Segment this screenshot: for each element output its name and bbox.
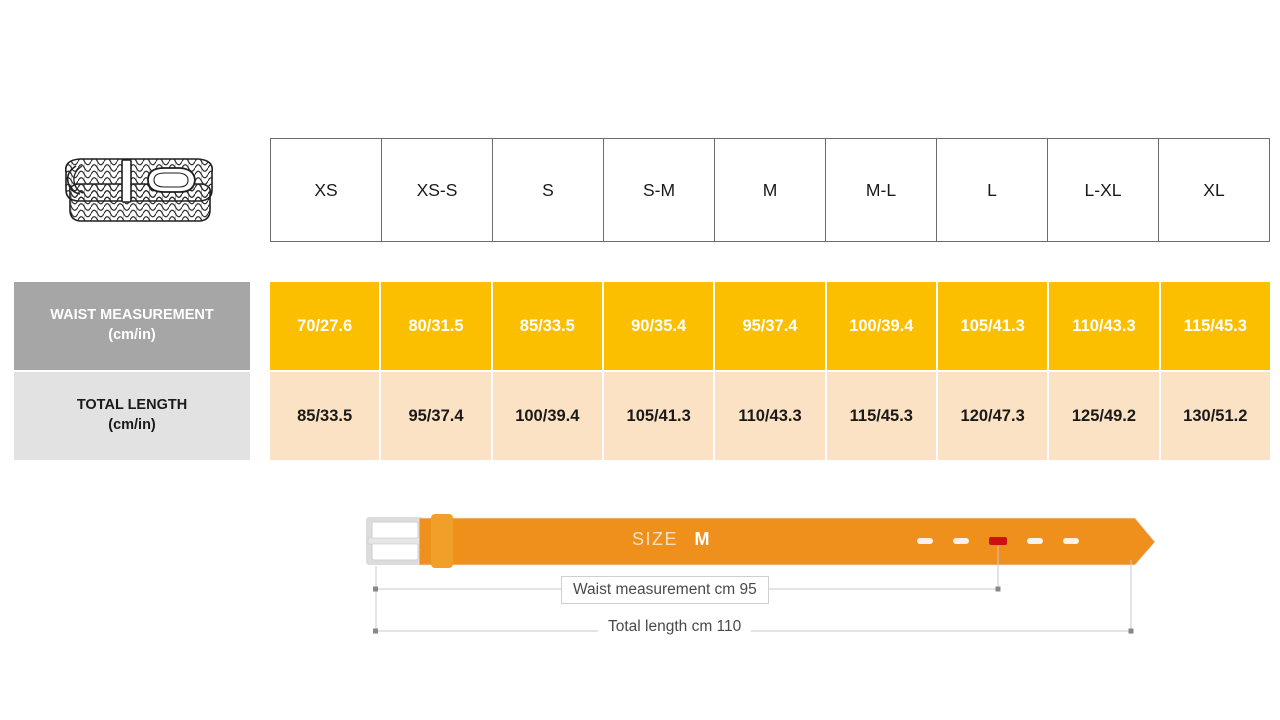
waist-value-cell: 70/27.6 (270, 282, 380, 370)
belt-hole (953, 538, 969, 544)
waist-measurement-row: WAIST MEASUREMENT (cm/in) 70/27.6 80/31.… (14, 282, 1270, 370)
waist-measurement-label: WAIST MEASUREMENT (cm/in) (14, 282, 250, 370)
waist-value-cell: 105/41.3 (937, 282, 1048, 370)
total-length-caption: Total length cm 110 (598, 618, 752, 636)
total-length-value-cell: 125/49.2 (1049, 372, 1159, 460)
size-header-cell: L-XL (1048, 139, 1159, 241)
belt-holes (917, 537, 1079, 545)
total-length-value-cell: 95/37.4 (381, 372, 491, 460)
total-length-label-line1: TOTAL LENGTH (76, 397, 188, 414)
belt-hole-active (989, 537, 1007, 545)
total-length-row: TOTAL LENGTH (cm/in) 85/33.5 95/37.4 100… (14, 372, 1270, 460)
size-header-cell: L (937, 139, 1048, 241)
waist-value-cell: 115/45.3 (1160, 282, 1270, 370)
total-length-values: 85/33.5 95/37.4 100/39.4 105/41.3 110/43… (270, 372, 1270, 460)
total-length-value-cell: 110/43.3 (715, 372, 825, 460)
belt-strap (419, 518, 1155, 565)
belt-hole (1063, 538, 1079, 544)
waist-measurement-caption: Waist measurement cm 95 (561, 576, 769, 604)
belt-buckle-icon (366, 517, 429, 565)
size-header-cell: XS-S (382, 139, 493, 241)
waist-value-cell: 110/43.3 (1049, 282, 1159, 370)
waist-value-cell: 80/31.5 (381, 282, 491, 370)
total-length-value-cell: 115/45.3 (826, 372, 936, 460)
belt-hole (917, 538, 933, 544)
belt-keeper-loop (431, 514, 453, 568)
total-length-label: TOTAL LENGTH (cm/in) (14, 372, 250, 460)
size-header-cell: S (493, 139, 604, 241)
size-header-table: XS XS-S S S-M M M-L L L-XL XL (270, 138, 1270, 242)
waist-value-cell: 90/35.4 (603, 282, 714, 370)
size-header-cell: S-M (604, 139, 715, 241)
waist-label-line2: (cm/in) (108, 327, 156, 343)
total-length-value-cell: 120/47.3 (937, 372, 1048, 460)
size-header-cell: M (715, 139, 826, 241)
dimension-extension-lines (375, 546, 1132, 634)
braided-belt-illustration (64, 158, 214, 222)
belt-hole (1027, 538, 1043, 544)
total-length-value-cell: 130/51.2 (1160, 372, 1270, 460)
total-length-label-line2: (cm/in) (108, 417, 156, 433)
waist-values: 70/27.6 80/31.5 85/33.5 90/35.4 95/37.4 … (270, 282, 1270, 370)
total-length-value-cell: 100/39.4 (492, 372, 602, 460)
size-header-cell: XS (271, 139, 382, 241)
total-length-value-cell: 85/33.5 (270, 372, 380, 460)
waist-value-cell: 85/33.5 (492, 282, 602, 370)
total-length-value-cell: 105/41.3 (603, 372, 714, 460)
size-header-cell: XL (1203, 179, 1225, 200)
total-length-dimension-line (373, 628, 1134, 634)
belt-measurement-diagram (366, 514, 1155, 634)
waist-value-cell: 100/39.4 (826, 282, 936, 370)
waist-label-line1: WAIST MEASUREMENT (50, 307, 214, 324)
waist-value-cell: 95/37.4 (715, 282, 825, 370)
size-header-cell: M-L (826, 139, 937, 241)
